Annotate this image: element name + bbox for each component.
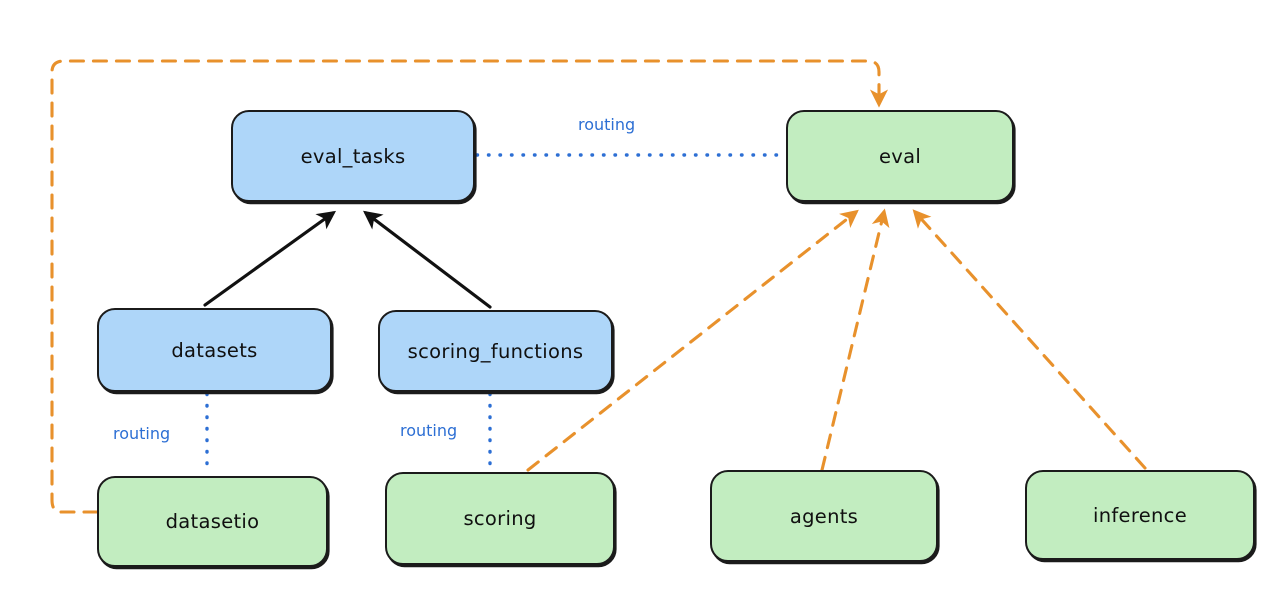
edge-agents-eval: [820, 208, 890, 472]
edge-scoring_functions-eval_tasks: [363, 210, 492, 309]
node-datasetio[interactable]: datasetio: [97, 476, 328, 567]
node-label: datasets: [171, 338, 258, 362]
node-label: datasetio: [165, 510, 260, 533]
node-eval_tasks[interactable]: eval_tasks: [231, 110, 475, 202]
edge-inference-eval: [912, 209, 1147, 470]
node-label: eval_tasks: [300, 144, 406, 168]
node-label: agents: [789, 504, 859, 528]
edge-label-routing-top: routing: [578, 115, 636, 134]
node-label: scoring_functions: [407, 339, 584, 363]
node-agents[interactable]: agents: [710, 470, 938, 562]
node-datasets[interactable]: datasets: [97, 308, 332, 392]
node-inference[interactable]: inference: [1025, 470, 1255, 560]
edge-label-routing-middle: routing: [400, 421, 458, 440]
node-label: eval: [878, 144, 922, 168]
node-scoring[interactable]: scoring: [385, 472, 615, 565]
node-label: inference: [1092, 503, 1187, 527]
node-eval[interactable]: eval: [786, 110, 1014, 202]
edge-datasets-eval_tasks: [203, 210, 337, 307]
edge-label-routing-left: routing: [113, 424, 171, 443]
node-label: scoring: [463, 507, 537, 530]
node-scoring_functions[interactable]: scoring_functions: [378, 310, 613, 392]
